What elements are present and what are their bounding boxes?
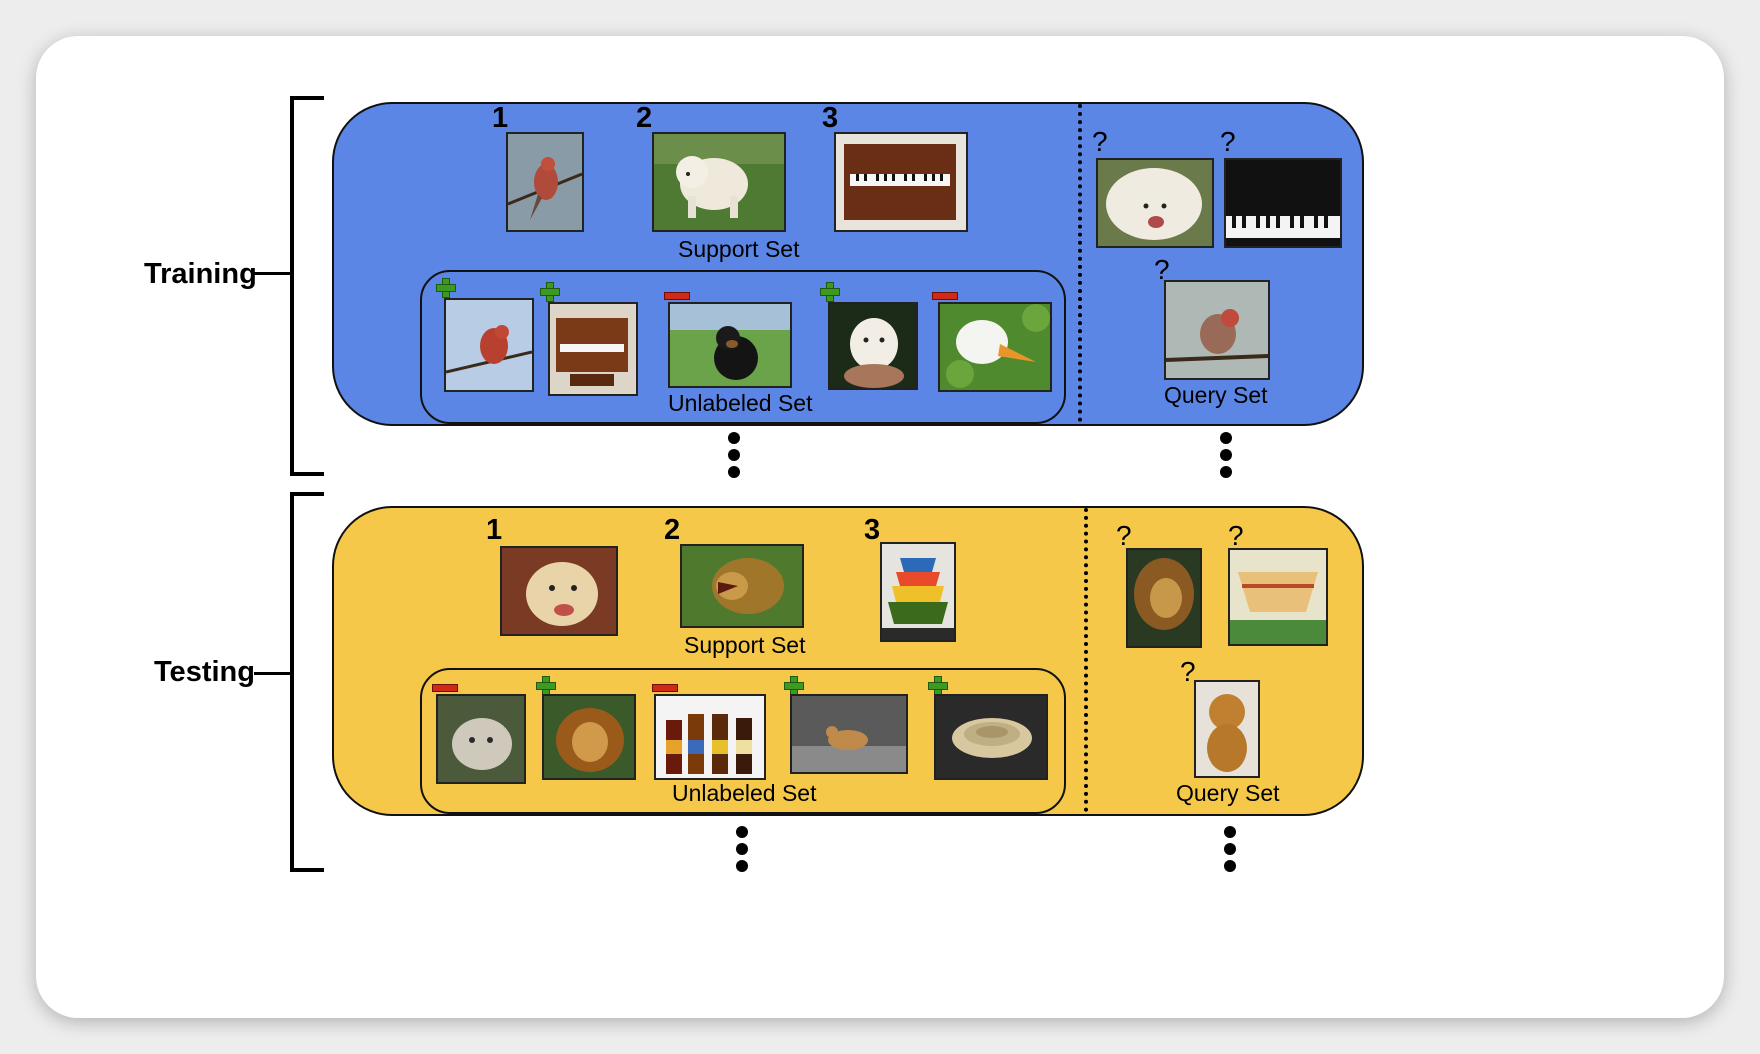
unlabeled-image-bird: [444, 298, 534, 392]
unlabeled-set-caption: Unlabeled Set: [672, 780, 817, 806]
continuation-dots: [1220, 432, 1232, 483]
support-number-1: 1: [486, 514, 503, 546]
support-image-lion: [680, 544, 804, 628]
negative-mark: [652, 684, 678, 692]
query-image-lion: [1126, 548, 1202, 648]
query-image-piano: [1224, 158, 1342, 248]
query-image-white-dog: [1096, 158, 1214, 248]
training-label: Training: [144, 258, 257, 290]
query-mark: ?: [1220, 126, 1236, 157]
support-query-divider: [1078, 104, 1082, 422]
support-number-2: 2: [636, 102, 653, 134]
unlabeled-set-caption: Unlabeled Set: [668, 390, 813, 416]
unlabeled-image-duck: [938, 302, 1052, 392]
positive-mark: [436, 278, 456, 298]
unlabeled-image-black-dog: [668, 302, 792, 388]
testing-label: Testing: [154, 656, 255, 688]
query-image-bowl: [1228, 548, 1328, 646]
training-panel: 1 2 3 Support Set: [332, 102, 1364, 426]
support-image-white-dog: [652, 132, 786, 232]
training-connector: [254, 272, 290, 275]
unlabeled-image-lion: [542, 694, 636, 780]
support-number-3: 3: [822, 102, 839, 134]
query-mark: ?: [1154, 254, 1170, 285]
unlabeled-image-wolf: [436, 694, 526, 784]
query-mark: ?: [1116, 520, 1132, 551]
support-image-bird: [506, 132, 584, 232]
unlabeled-set-box: Unlabeled Set: [420, 270, 1066, 424]
query-mark: ?: [1092, 126, 1108, 157]
negative-mark: [432, 684, 458, 692]
support-number-2: 2: [664, 514, 681, 546]
query-mark: ?: [1180, 656, 1196, 687]
unlabeled-image-beer-bottles: [654, 694, 766, 780]
support-image-bowls: [880, 542, 956, 642]
support-set-caption: Support Set: [684, 632, 806, 658]
figure-card: Training 1 2 3 Support Set: [36, 36, 1724, 1018]
positive-mark: [784, 676, 804, 696]
query-mark: ?: [1228, 520, 1244, 551]
support-query-divider: [1084, 508, 1088, 812]
positive-mark: [928, 676, 948, 696]
support-number-3: 3: [864, 514, 881, 546]
support-number-1: 1: [492, 102, 509, 134]
testing-connector: [254, 672, 290, 675]
positive-mark: [820, 282, 840, 302]
unlabeled-image-bowls: [934, 694, 1048, 780]
support-set-caption: Support Set: [678, 236, 800, 262]
continuation-dots: [736, 826, 748, 877]
unlabeled-image-dog: [790, 694, 908, 774]
testing-bracket: [290, 492, 324, 872]
support-image-piano: [834, 132, 968, 232]
negative-mark: [664, 292, 690, 300]
unlabeled-set-box: Unlabeled Set: [420, 668, 1066, 814]
positive-mark: [536, 676, 556, 696]
support-image-golden-dog: [500, 546, 618, 636]
query-image-bird: [1164, 280, 1270, 380]
unlabeled-image-piano: [548, 302, 638, 396]
continuation-dots: [1224, 826, 1236, 877]
query-set-caption: Query Set: [1176, 780, 1280, 806]
testing-panel: 1 2 3 Support Set: [332, 506, 1364, 816]
negative-mark: [932, 292, 958, 300]
query-image-dog: [1194, 680, 1260, 778]
training-bracket: [290, 96, 324, 476]
positive-mark: [540, 282, 560, 302]
continuation-dots: [728, 432, 740, 483]
query-set-caption: Query Set: [1164, 382, 1268, 408]
unlabeled-image-white-puppy: [828, 302, 918, 390]
